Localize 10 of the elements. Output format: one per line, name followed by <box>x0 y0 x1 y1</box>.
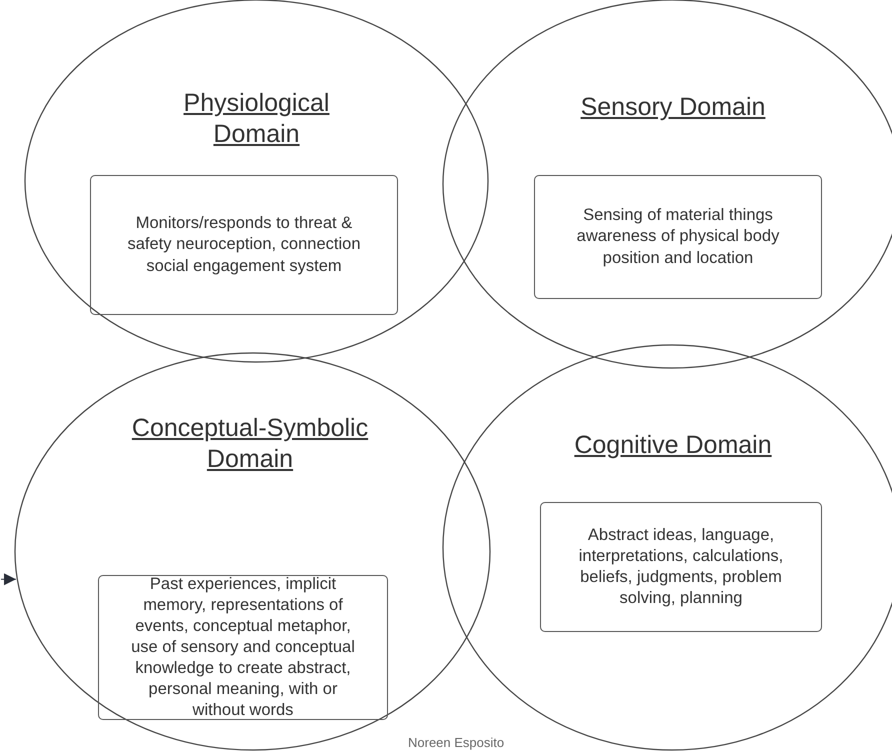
domain-heading: Conceptual-Symbolic Domain <box>130 413 370 476</box>
description-box: Past experiences, implicit memory, representations of events, conceptual metaphor, use of sensory and conceptual knowledge to create abstract, personal meaning, with or without words <box>98 575 388 720</box>
description-box: Sensing of material things awareness of physical body position and location <box>534 175 822 299</box>
description-box: Monitors/responds to threat & safety neuroception, connection social engagement system <box>90 175 398 315</box>
domain-heading: Sensory Domain <box>580 92 766 123</box>
description-box: Abstract ideas, language, interpretations, calculations, beliefs, judgments, problem solving, planning <box>540 502 822 632</box>
domain-heading: Physiological Domain <box>182 88 330 150</box>
author-credit: Noreen Esposito <box>408 735 504 750</box>
domain-heading: Cognitive Domain <box>573 430 773 461</box>
arrow <box>0 573 16 586</box>
